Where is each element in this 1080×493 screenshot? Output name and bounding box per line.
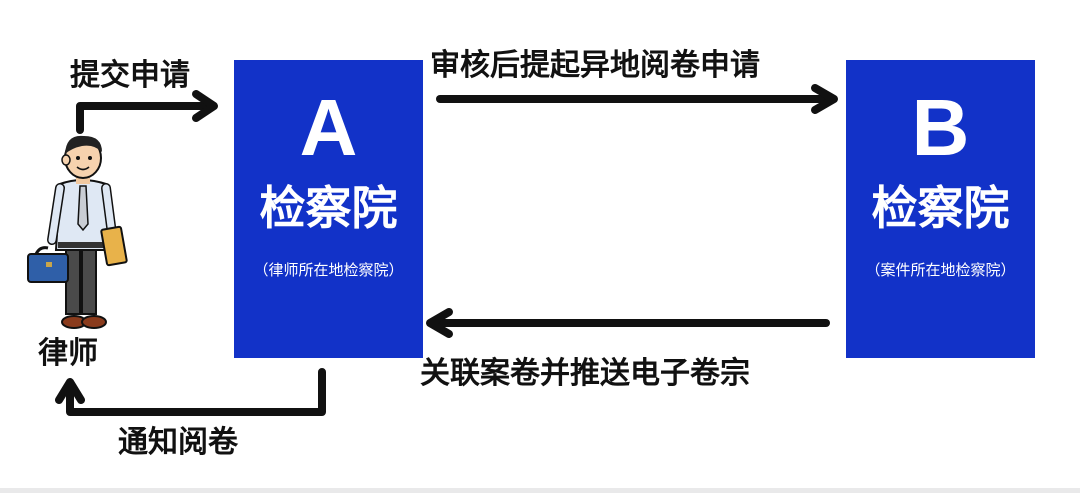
link-arrowhead xyxy=(426,308,453,338)
review-label: 审核后提起异地阅卷申请 xyxy=(430,48,760,83)
submit-arrowhead xyxy=(192,90,218,122)
bottom-divider xyxy=(0,488,1080,493)
submit-arrow xyxy=(76,102,216,134)
lawyer-label: 律师 xyxy=(38,336,98,371)
notify-arrowhead xyxy=(55,378,85,404)
link-label: 关联案卷并推送电子卷宗 xyxy=(420,356,750,391)
folder-icon xyxy=(100,225,128,267)
notify-label: 通知阅卷 xyxy=(118,425,238,460)
box-b-subtitle: （案件所在地检察院） xyxy=(865,261,1016,279)
box-b-name: 检察院 xyxy=(871,181,1010,235)
box-a-letter: A xyxy=(299,83,358,172)
lawyer-figure-icon xyxy=(27,135,128,329)
submit-label: 提交申请 xyxy=(70,58,190,93)
procuratorate-a-box: A 检察院 （律师所在地检察院） xyxy=(234,60,423,358)
box-b-letter: B xyxy=(911,83,970,172)
procuratorate-b-box: B 检察院 （案件所在地检察院） xyxy=(846,60,1035,358)
box-a-name: 检察院 xyxy=(259,181,398,235)
briefcase-icon xyxy=(27,246,69,283)
notify-arrow xyxy=(66,368,326,416)
box-a-subtitle: （律师所在地检察院） xyxy=(253,261,404,279)
review-arrowhead xyxy=(811,84,838,114)
